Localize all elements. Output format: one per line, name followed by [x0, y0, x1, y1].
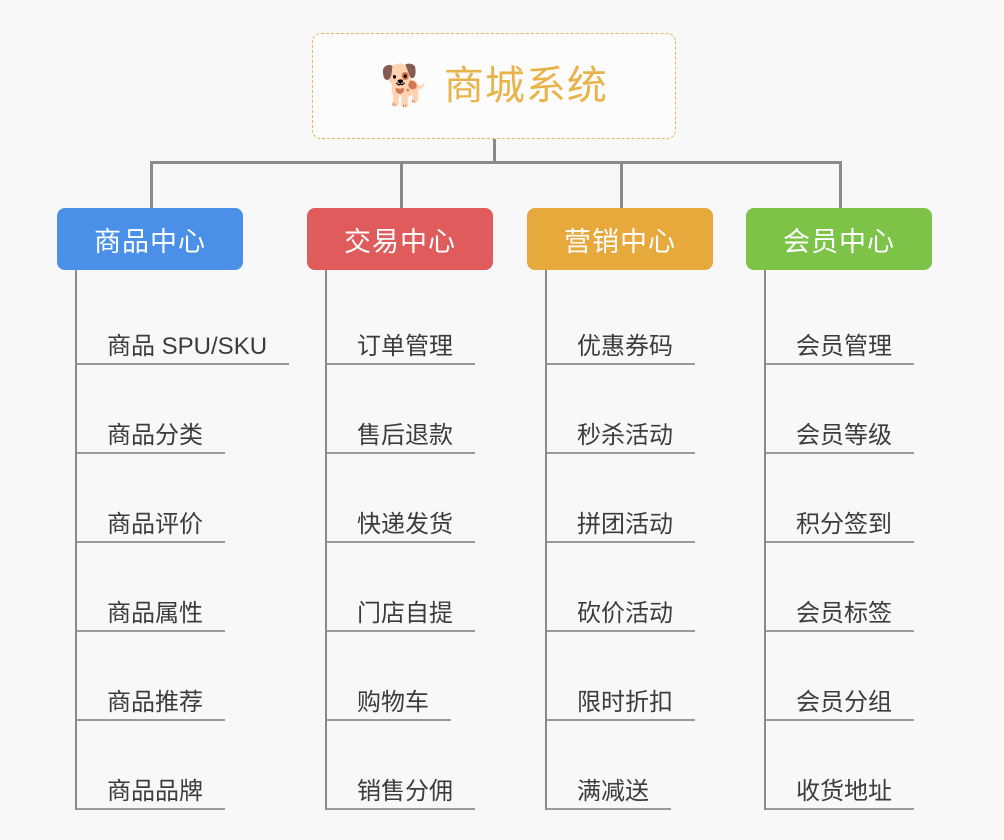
category-header-marketing-center[interactable]: 营销中心 — [527, 208, 713, 270]
list-item[interactable]: 限时折扣 — [547, 632, 695, 721]
connector-drop-3 — [620, 161, 623, 208]
connector-drop-4 — [839, 161, 842, 208]
list-item[interactable]: 订单管理 — [327, 276, 475, 365]
root-title: 商城系统 — [443, 64, 608, 108]
category-label: 交易中心 — [344, 226, 456, 257]
list-item[interactable]: 优惠券码 — [547, 276, 695, 365]
list-item[interactable]: 商品属性 — [77, 543, 225, 632]
leaf-list-product-center: 商品 SPU/SKU 商品分类 商品评价 商品属性 商品推荐 商品品牌 — [75, 270, 290, 810]
connector-drop-1 — [150, 161, 153, 208]
category-header-product-center[interactable]: 商品中心 — [57, 208, 243, 270]
list-item[interactable]: 收货地址 — [766, 721, 914, 810]
list-item[interactable]: 销售分佣 — [327, 721, 475, 810]
branch-trade-center: 交易中心 订单管理 售后退款 快递发货 门店自提 购物车 销售分佣 — [307, 208, 493, 810]
list-item[interactable]: 会员管理 — [766, 276, 914, 365]
list-item[interactable]: 商品 SPU/SKU — [77, 276, 290, 365]
list-item[interactable]: 会员等级 — [766, 365, 914, 454]
branch-product-center: 商品中心 商品 SPU/SKU 商品分类 商品评价 商品属性 商品推荐 商品品牌 — [57, 208, 290, 810]
list-item[interactable]: 购物车 — [327, 632, 451, 721]
connector-drop-2 — [400, 161, 403, 208]
list-item[interactable]: 会员标签 — [766, 543, 914, 632]
category-label: 会员中心 — [783, 226, 895, 257]
list-item[interactable]: 会员分组 — [766, 632, 914, 721]
list-item[interactable]: 积分签到 — [766, 454, 914, 543]
category-label: 营销中心 — [564, 226, 676, 257]
list-item[interactable]: 商品分类 — [77, 365, 225, 454]
branch-member-center: 会员中心 会员管理 会员等级 积分签到 会员标签 会员分组 收货地址 — [746, 208, 932, 810]
category-header-trade-center[interactable]: 交易中心 — [307, 208, 493, 270]
list-item[interactable]: 商品品牌 — [77, 721, 225, 810]
list-item[interactable]: 秒杀活动 — [547, 365, 695, 454]
list-item[interactable]: 满减送 — [547, 721, 671, 810]
branch-marketing-center: 营销中心 优惠券码 秒杀活动 拼团活动 砍价活动 限时折扣 满减送 — [527, 208, 713, 810]
list-item[interactable]: 拼团活动 — [547, 454, 695, 543]
list-item[interactable]: 商品推荐 — [77, 632, 225, 721]
root-node[interactable]: 🐕 商城系统 — [312, 33, 676, 139]
connector-root-stem — [493, 139, 496, 163]
leaf-list-trade-center: 订单管理 售后退款 快递发货 门店自提 购物车 销售分佣 — [325, 270, 493, 810]
list-item[interactable]: 售后退款 — [327, 365, 475, 454]
connector-horizontal-bus — [150, 161, 842, 164]
list-item[interactable]: 砍价活动 — [547, 543, 695, 632]
list-item[interactable]: 商品评价 — [77, 454, 225, 543]
list-item[interactable]: 快递发货 — [327, 454, 475, 543]
category-header-member-center[interactable]: 会员中心 — [746, 208, 932, 270]
shiba-dog-face-icon: 🐕 — [380, 64, 430, 108]
category-label: 商品中心 — [94, 226, 206, 257]
list-item[interactable]: 门店自提 — [327, 543, 475, 632]
leaf-list-marketing-center: 优惠券码 秒杀活动 拼团活动 砍价活动 限时折扣 满减送 — [545, 270, 713, 810]
leaf-list-member-center: 会员管理 会员等级 积分签到 会员标签 会员分组 收货地址 — [764, 270, 932, 810]
